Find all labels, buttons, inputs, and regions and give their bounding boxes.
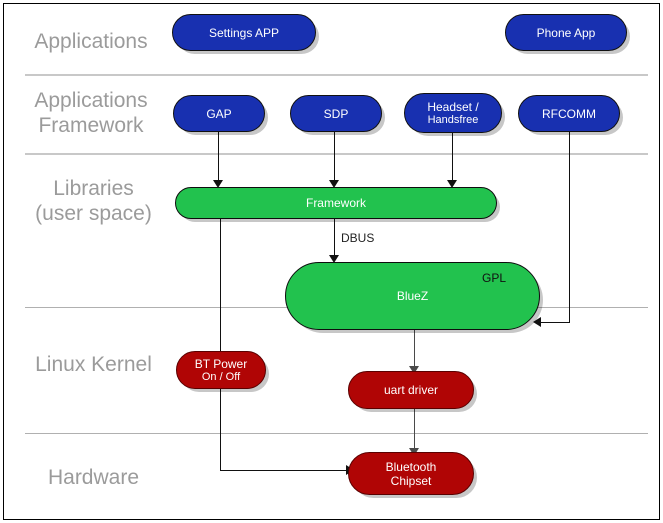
node-settings-app[interactable]: Settings APP xyxy=(172,14,316,51)
node-bluetooth-chipset-label: Bluetooth xyxy=(385,459,437,474)
edge-framework-chipset-hline xyxy=(220,470,348,471)
band-label-applications: Applications xyxy=(34,30,148,53)
node-headset-label: Headset / xyxy=(427,99,479,114)
node-uart-driver[interactable]: uart driver xyxy=(348,371,474,409)
node-phone-app-label: Phone App xyxy=(536,25,596,40)
edge-framework-bluez-line xyxy=(334,218,335,258)
node-uart-driver-label: uart driver xyxy=(383,383,439,397)
edge-sdp-framework-line xyxy=(334,132,335,182)
node-rfcomm-label: RFCOMM xyxy=(542,106,596,121)
edge-rfcomm-bluez-vline xyxy=(569,132,570,322)
band-label-hardware: Hardware xyxy=(47,466,140,489)
edge-framework-bluez-arrow xyxy=(329,255,339,263)
band-label-applications-framework: Applications Framework xyxy=(34,89,148,137)
edge-uart-chipset-line xyxy=(414,408,415,450)
node-bt-power-label: BT Power xyxy=(194,356,248,371)
node-handsfree-label: Handsfree xyxy=(427,113,479,126)
node-sdp-label: SDP xyxy=(323,106,349,121)
node-framework[interactable]: Framework xyxy=(175,187,497,219)
edge-bluez-uart-arrow xyxy=(409,366,419,374)
node-settings-app-label: Settings APP xyxy=(208,25,280,40)
node-sdp[interactable]: SDP xyxy=(290,95,382,132)
node-bluez-gpl-badge: GPL xyxy=(482,271,507,285)
edge-sdp-framework-arrow xyxy=(329,180,339,188)
node-gap-label: GAP xyxy=(206,106,232,121)
node-framework-label: Framework xyxy=(305,196,366,210)
diagram-border xyxy=(3,3,660,520)
band-label-linux-kernel: Linux Kernel xyxy=(35,353,152,376)
edge-framework-chipset-vline xyxy=(220,218,221,470)
node-gap[interactable]: GAP xyxy=(173,95,265,132)
band-label-libraries: Libraries (user space) xyxy=(35,177,152,225)
edge-rfcomm-bluez-arrow xyxy=(533,317,541,327)
divider-linux-kernel xyxy=(25,433,648,434)
divider-applications-framework xyxy=(25,153,648,155)
node-rfcomm[interactable]: RFCOMM xyxy=(518,95,620,132)
node-bluez-label: BlueZ xyxy=(396,289,429,303)
edge-gap-framework-line xyxy=(218,132,219,182)
edge-bluez-uart-line xyxy=(414,330,415,368)
node-bt-power[interactable]: BT Power On / Off xyxy=(176,351,266,389)
node-phone-app[interactable]: Phone App xyxy=(505,14,627,51)
node-bt-power-sublabel: On / Off xyxy=(201,370,241,383)
edge-rfcomm-bluez-hline xyxy=(540,322,570,323)
edge-headset-framework-line xyxy=(452,132,453,182)
divider-applications xyxy=(25,74,648,76)
edge-gap-framework-arrow xyxy=(213,180,223,188)
edge-label-dbus: DBUS xyxy=(341,231,375,245)
edge-headset-framework-arrow xyxy=(447,180,457,188)
node-bluetooth-chipset[interactable]: Bluetooth Chipset xyxy=(348,452,474,495)
node-headset-handsfree[interactable]: Headset / Handsfree xyxy=(404,93,502,133)
node-bluez[interactable]: BlueZ xyxy=(285,262,540,330)
node-bluetooth-chipset-sublabel: Chipset xyxy=(390,473,432,488)
